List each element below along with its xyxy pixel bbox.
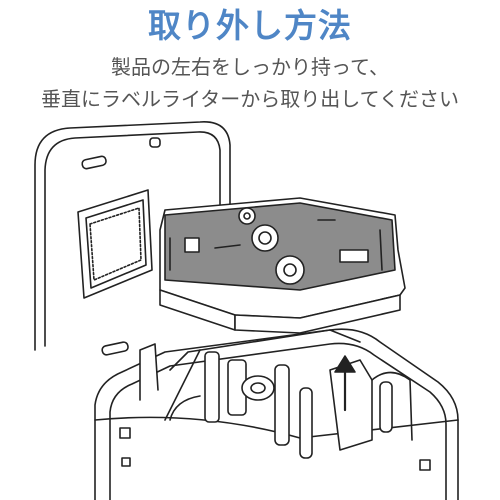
tape-cassette: [159, 197, 406, 334]
label-writer-illustration: [34, 121, 459, 500]
lid-window: [77, 189, 153, 299]
instruction-line-1: 製品の左右をしっかり持って、: [111, 55, 389, 79]
cassette-compartment: [139, 329, 413, 459]
instruction-line-2: 垂直にラベルライターから取り出してください: [41, 87, 459, 111]
page-title: 取り外し方法: [148, 6, 352, 45]
up-arrow-icon: [334, 355, 356, 412]
